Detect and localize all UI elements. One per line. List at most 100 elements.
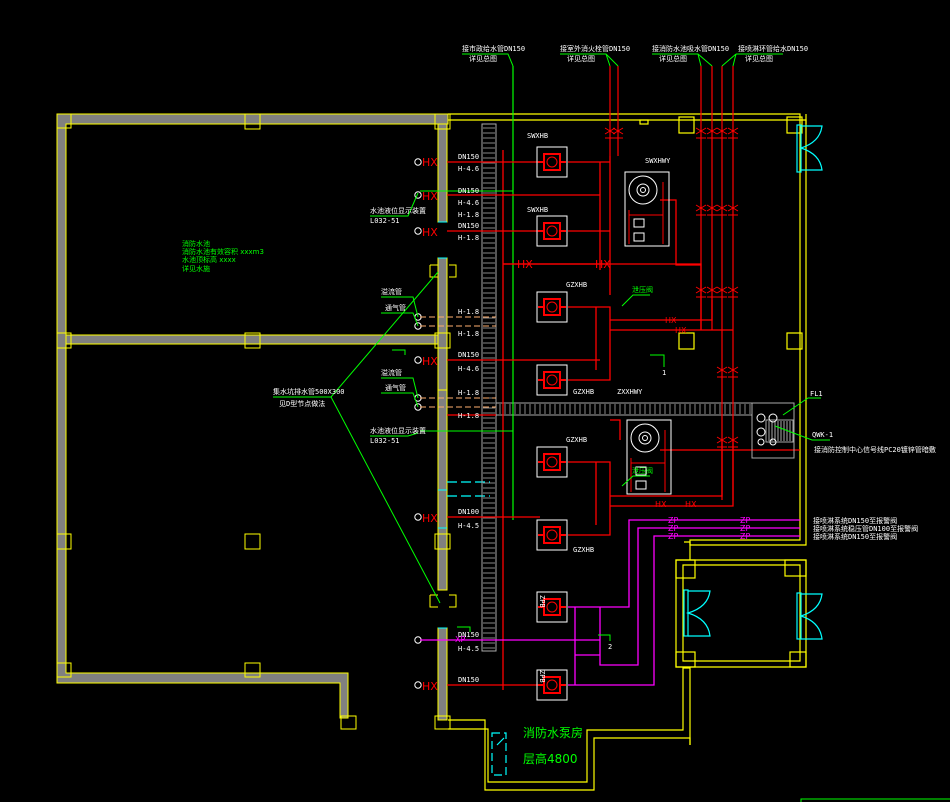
pump-impeller-icon <box>546 156 558 168</box>
pump-unit <box>536 364 568 396</box>
trench-note-sub: 见D型节点做法 <box>279 399 325 408</box>
pipe-size-tag: DN150 <box>458 351 479 359</box>
riser-label-4: 接喷淋环管给水DN150 <box>738 44 808 53</box>
pump-tag-8: ZPB <box>538 670 546 683</box>
elevation-tag: H-1.8 <box>458 412 479 420</box>
pipe-code-hx: HX <box>595 258 611 271</box>
riser-label-2: 接室外消火栓管DN150 <box>560 44 630 53</box>
elevation-tag: H-4.6 <box>458 165 479 173</box>
trench-note: 集水坑排水管500X300 <box>273 387 345 396</box>
gate-valve-icon <box>706 127 718 139</box>
note-marker-2: 2 <box>608 643 612 651</box>
pump-base <box>536 215 568 247</box>
pipe-code-hx: HX <box>422 355 438 368</box>
level-note-2: 水池液位显示装置 <box>370 426 426 435</box>
pipe-code-hx: HX <box>422 190 438 203</box>
pressure-tank-2 <box>626 419 672 495</box>
pump-base <box>536 364 568 396</box>
note-marker-1: 1 <box>662 369 666 377</box>
pipe-code-hx: HX <box>665 316 677 325</box>
pump-tag-4: GZXHB <box>573 388 594 396</box>
pump-unit <box>536 446 568 478</box>
pump-impeller-icon <box>546 301 558 313</box>
pump-base <box>536 669 568 701</box>
pump-tag-2: SWXHB <box>527 206 548 214</box>
sprinkler-out-note-3: 接喷淋系统DN150至报警阀 <box>813 532 897 541</box>
pressure-tank-1 <box>624 171 670 247</box>
overflow-vent-pipes <box>420 316 496 408</box>
title-block-edge <box>800 798 950 802</box>
inlet-circle-icon <box>414 681 422 689</box>
pump-impeller-icon <box>546 374 558 386</box>
floor-drain-pit <box>491 732 507 776</box>
inlet-circle-icon <box>414 227 422 235</box>
tank-note-1: 消防水池 <box>182 239 210 248</box>
pipe-code-hx: HX <box>675 326 687 335</box>
pump-tag-3: GZXHB <box>566 281 587 289</box>
riser-label-2-sub: 详见总图 <box>567 54 595 63</box>
level-code-2: L032-51 <box>370 437 400 445</box>
riser-label-3: 接消防水池吸水管DN150 <box>652 44 729 53</box>
inlet-circle-icon <box>414 158 422 166</box>
pump-impeller-icon <box>546 225 558 237</box>
pump-room-walls <box>448 113 807 791</box>
tank-tag-2: ZXXHWY <box>617 388 643 396</box>
cabinet-tag: QWK-1 <box>812 431 833 439</box>
tank-note-4: 详见水施 <box>182 264 210 273</box>
gate-valve-icon <box>716 127 728 139</box>
elevation-tag: H-1.8 <box>458 234 479 242</box>
gate-valve-icon <box>727 366 739 378</box>
pipe-code-hx: HX <box>685 500 697 509</box>
pump-base <box>536 519 568 551</box>
pipe-code-hx: HX <box>422 156 438 169</box>
trench-leaders <box>273 192 665 641</box>
door-annex-right <box>796 592 823 640</box>
pipe-size-tag: DN150 <box>458 153 479 161</box>
inlet-circle-icon <box>414 513 422 521</box>
pipe-code-hx: HX <box>422 680 438 693</box>
hydrant-piping <box>447 150 800 690</box>
door-annex-left <box>683 589 711 637</box>
pumps <box>536 146 568 701</box>
control-cabinet <box>751 402 795 459</box>
doors <box>447 124 823 776</box>
vent-note-2: 通气管 <box>385 383 406 392</box>
pump-impeller-icon <box>546 679 558 691</box>
pump-unit <box>536 669 568 701</box>
elevation-tag: H-1.8 <box>458 211 479 219</box>
gate-valve-icon <box>727 204 739 216</box>
pipe-code-hx: HX <box>655 500 667 509</box>
gate-valve-icon <box>727 127 739 139</box>
pump-base <box>536 291 568 323</box>
pump-base <box>536 446 568 478</box>
gate-valve-icon <box>706 286 718 298</box>
pump-unit <box>536 591 568 623</box>
sprinkler-out-note-2: 接喷淋系统稳压管DN100至报警阀 <box>813 524 918 533</box>
vent-note-1: 通气管 <box>385 303 406 312</box>
riser-label-1-sub: 详见总图 <box>469 54 497 63</box>
pump-tag-7: ZPB <box>538 595 546 608</box>
pump-tag-5: GZXHB <box>566 436 587 444</box>
elevation-tag: H-4.5 <box>458 645 479 653</box>
sprinkler-out-note-1: 接喷淋系统DN150至报警阀 <box>813 516 897 525</box>
relief-valve-note-2: 泄压阀 <box>632 466 653 475</box>
gate-valve-icon <box>716 366 728 378</box>
overflow-note-1: 溢流管 <box>381 287 402 296</box>
elevation-tag: H-4.5 <box>458 522 479 530</box>
pipe-code-xp: XP <box>455 635 465 644</box>
pipe-code-hx: HX <box>517 258 533 271</box>
pump-unit <box>536 519 568 551</box>
pipe-code-zp: ZP <box>740 524 750 533</box>
inlet-circle-icon <box>414 191 422 199</box>
tank-tag-1: SWXHWY <box>645 157 671 165</box>
supply-risers <box>462 53 783 520</box>
pipe-size-tags: DN150DN150DN150DN150DN100DN150DN150H-4.6… <box>458 153 479 684</box>
riser-label-4-sub: 详见总图 <box>745 54 773 63</box>
pipe-code-zp: ZP <box>668 532 678 541</box>
hx-labels: HX HX HX HX HX HX HX HX HX HX HX HX <box>422 156 697 693</box>
pump-impeller-icon <box>546 456 558 468</box>
pipe-size-tag: DN150 <box>458 631 479 639</box>
pipe-size-tag: DN150 <box>458 676 479 684</box>
